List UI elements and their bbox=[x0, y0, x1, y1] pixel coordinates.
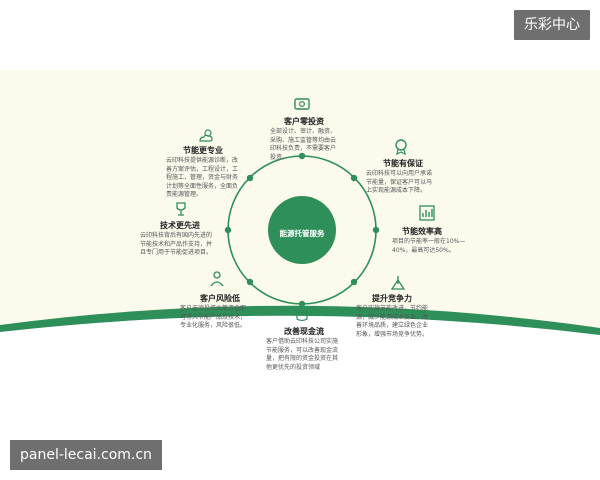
node-desc: 客户无须投资大笔资金即 可导入节能产品及技术， 专业化服务，风险很低。 bbox=[180, 305, 247, 329]
node-desc: 客户实施节能改进，节约能 源，减少能源成本支出，改 善环境品质，建立绿色企业 形… bbox=[356, 305, 429, 338]
center-label: 能源托管服务 bbox=[279, 229, 325, 238]
node-desc: 客户借助云印科技公司实施 节能服务，可以改善现金流 量，把有限的资金投资在其 他… bbox=[266, 338, 339, 371]
node-title: 客户零投资 bbox=[284, 117, 324, 126]
arrow-up-icon bbox=[390, 276, 406, 290]
node-title: 节能更专业 bbox=[183, 146, 223, 155]
node-title: 节能有保证 bbox=[383, 159, 423, 168]
bar-chart-icon bbox=[419, 205, 435, 221]
ring-dot bbox=[224, 226, 232, 234]
ring-dot bbox=[350, 278, 358, 286]
trophy-icon bbox=[176, 202, 186, 216]
node-title: 技术更先进 bbox=[160, 221, 200, 230]
diagram-panel: 能源托管服务 客户零投资 全部设计、审计、融资、 采购、施工监管等均由云 印科技… bbox=[0, 70, 600, 410]
node-title: 客户风险低 bbox=[200, 294, 240, 303]
ring-dot bbox=[246, 174, 254, 182]
brand-badge: 乐彩中心 bbox=[514, 10, 590, 40]
watermark-label: panel-lecai.com.cn bbox=[10, 440, 162, 470]
cloud-sun-icon bbox=[199, 129, 213, 142]
diagram-graphics bbox=[0, 152, 600, 410]
node-desc: 云印科技提供能源诊断，改 善方案评估，工程设计，工 程施工，管理，资金与财务 计… bbox=[166, 157, 239, 198]
center-disc bbox=[268, 196, 336, 264]
ring-dot bbox=[246, 278, 254, 286]
node-title: 节能效率高 bbox=[402, 227, 442, 236]
medal-icon bbox=[395, 139, 407, 155]
person-icon bbox=[210, 271, 224, 287]
ring-dot bbox=[298, 152, 306, 160]
node-desc: 项目的节能率一般在10%— 40%，最高可达50%。 bbox=[392, 238, 466, 254]
node-title: 提升竞争力 bbox=[372, 294, 412, 303]
node-desc: 全部设计、审计、融资、 采购、施工监管等均由云 印科技负责，不需要客户 投资。 bbox=[270, 128, 337, 161]
coin-stack-icon bbox=[296, 308, 308, 322]
node-title: 改善现金流 bbox=[284, 327, 324, 336]
ring-dot bbox=[350, 174, 358, 182]
ring-dot bbox=[298, 300, 306, 308]
ring-dot bbox=[372, 226, 380, 234]
white-arc-band bbox=[0, 315, 600, 410]
node-desc: 云印科技背后有国内先进的 节能技术和产品作支持，并 且专门用于节能促进项目。 bbox=[140, 232, 213, 256]
money-card-icon bbox=[294, 98, 310, 110]
node-desc: 云印科技可以向用户承诺 节能量，保证客户可以马 上实现能源成本下降。 bbox=[366, 170, 433, 194]
